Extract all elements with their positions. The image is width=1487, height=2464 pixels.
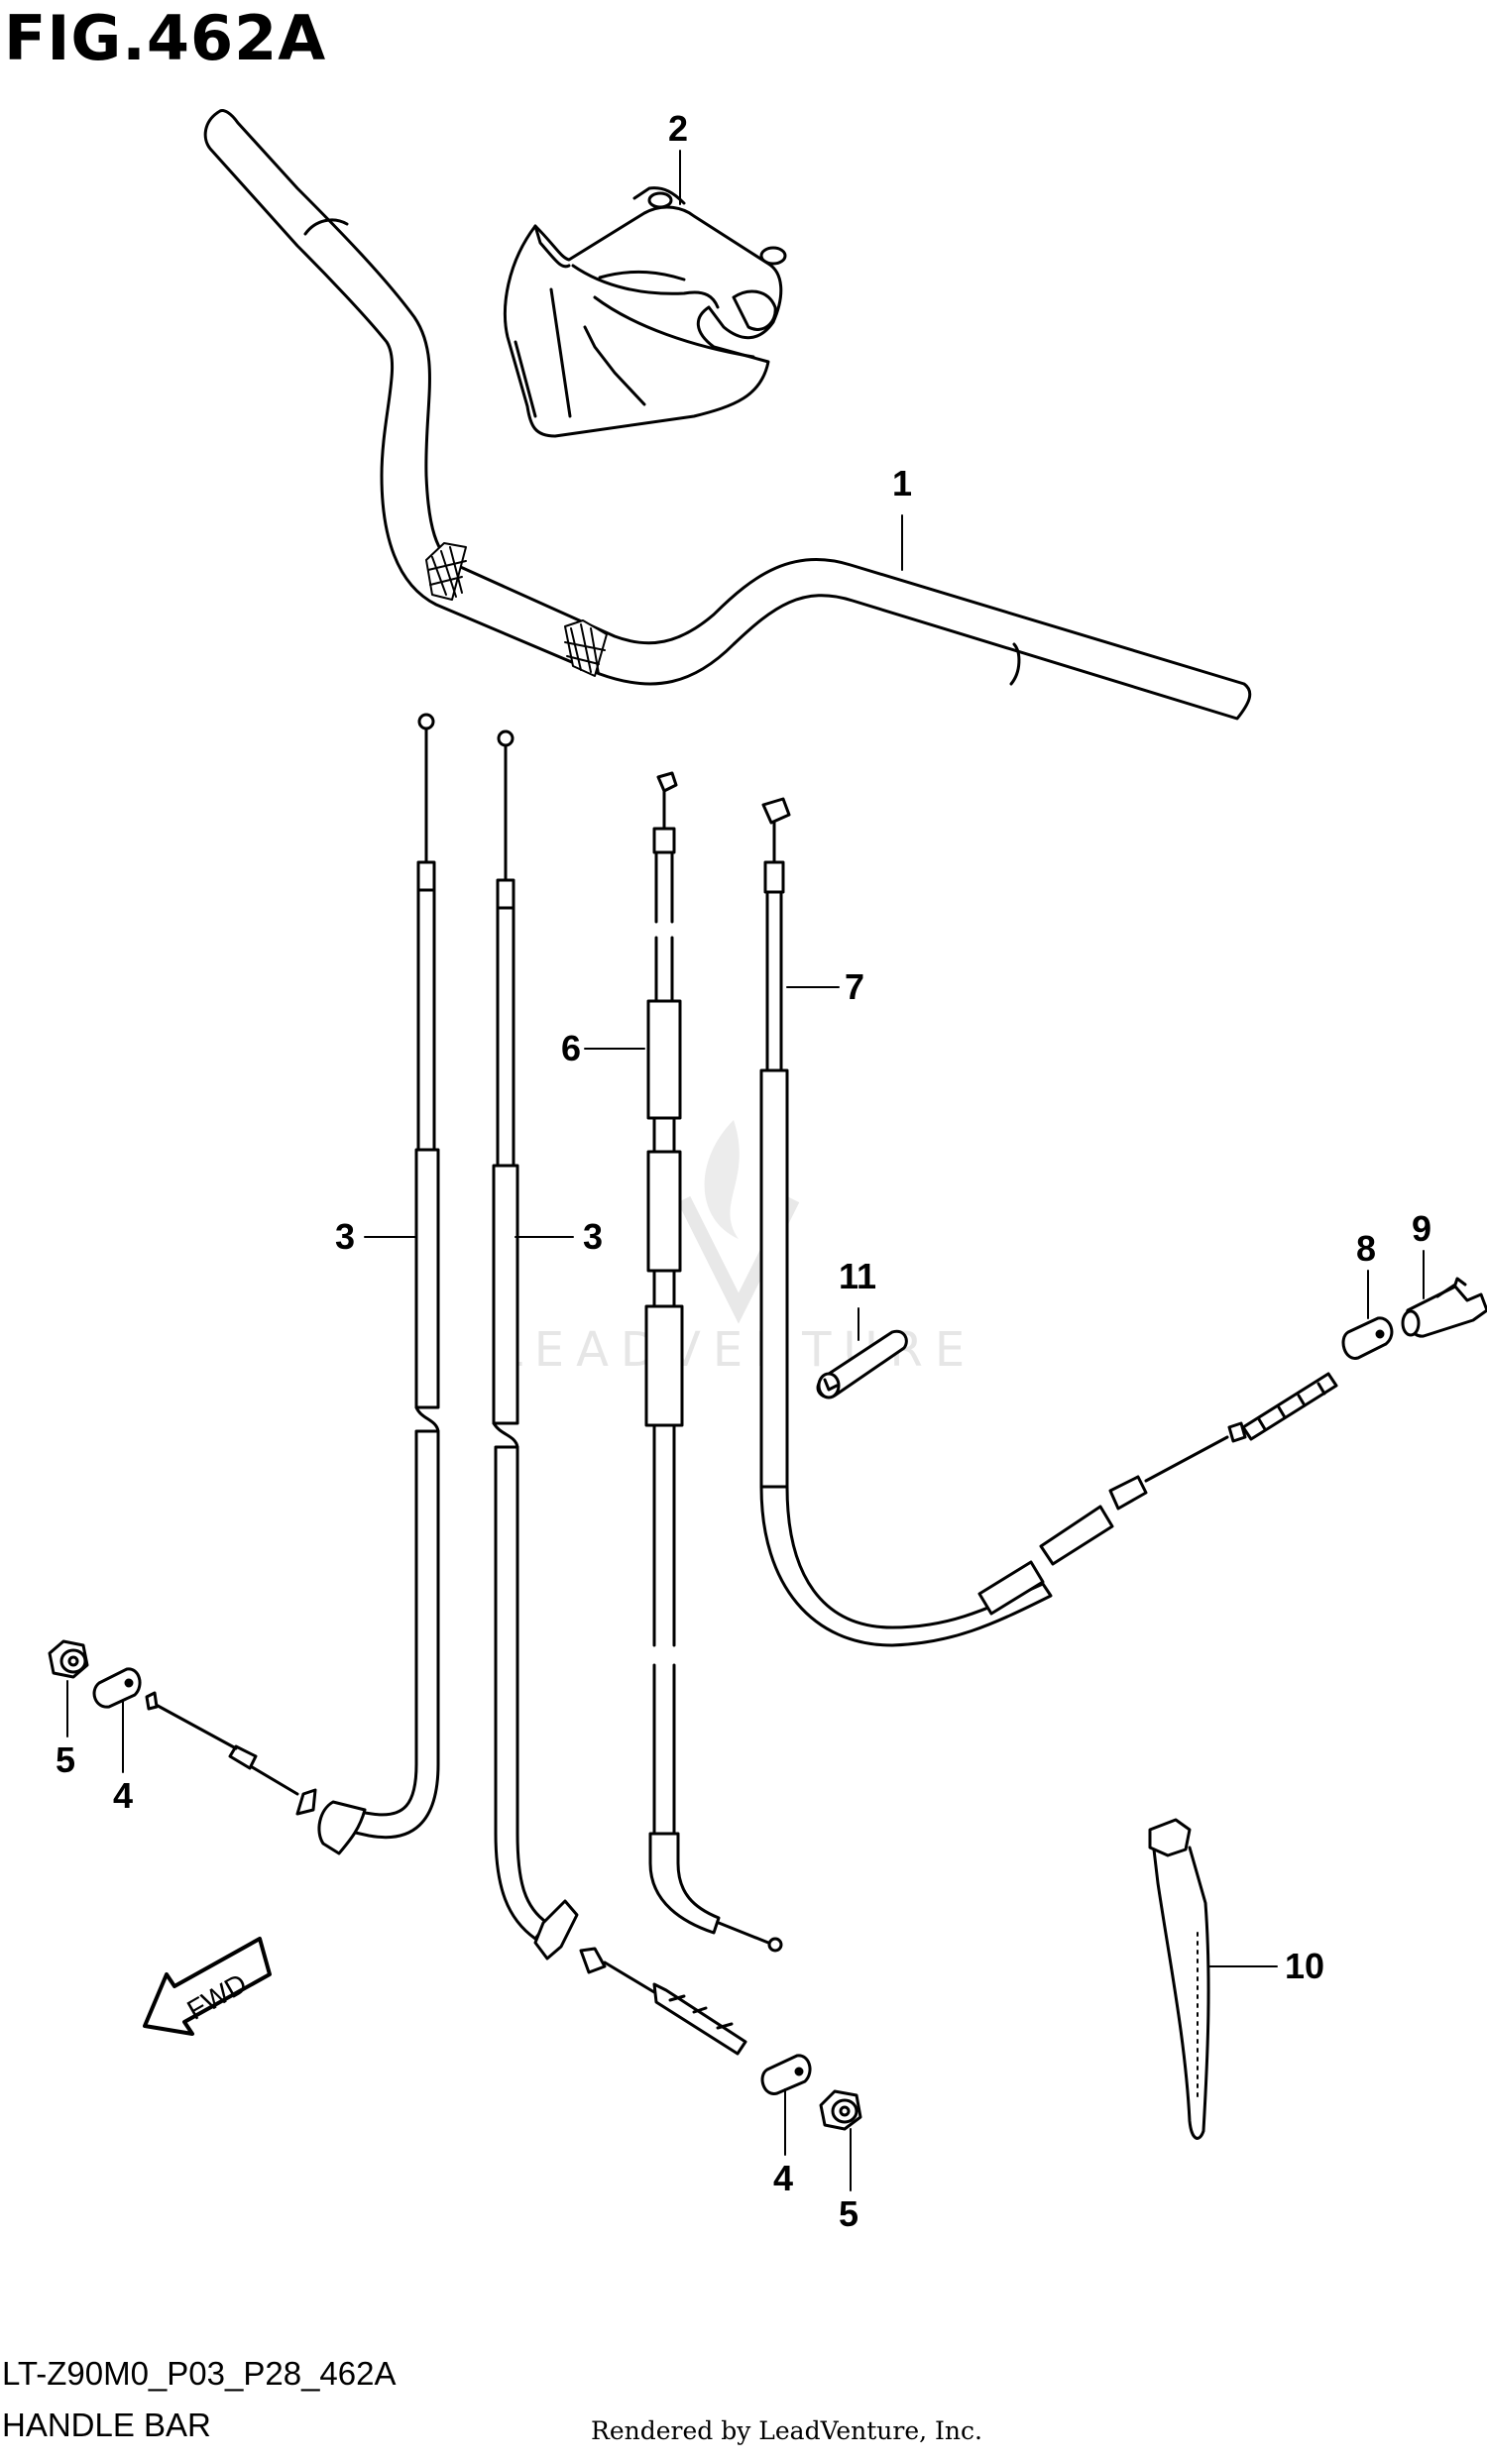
part-8-nut bbox=[1341, 1316, 1394, 1360]
callout-6: 6 bbox=[561, 1028, 581, 1068]
fwd-arrow bbox=[143, 1937, 272, 2036]
sleeve-11 bbox=[816, 1329, 908, 1400]
handlebar-knurl-left bbox=[425, 542, 467, 601]
callout-7: 7 bbox=[845, 966, 864, 1007]
cable-tie-10 bbox=[1148, 1818, 1210, 2140]
leader-lines bbox=[66, 150, 1425, 2191]
figure-title: FIG.462A bbox=[4, 2, 327, 74]
part-4-sleeve-right bbox=[760, 2054, 812, 2095]
callout-3-left: 3 bbox=[335, 1216, 355, 1257]
callout-10: 10 bbox=[1285, 1946, 1324, 1986]
cable-3-left bbox=[145, 713, 440, 1855]
callout-9: 9 bbox=[1412, 1208, 1431, 1249]
handlebar bbox=[203, 109, 1252, 721]
rendered-by-credit: Rendered by LeadVenture, Inc. bbox=[591, 2416, 982, 2445]
watermark-text: LEADVENTURE bbox=[496, 1322, 976, 1378]
callout-8: 8 bbox=[1356, 1228, 1376, 1269]
callout-11: 11 bbox=[839, 1256, 876, 1296]
figure-name: HANDLE BAR bbox=[2, 2407, 211, 2443]
cable-7 bbox=[759, 797, 1338, 1647]
part-9-fitting bbox=[1401, 1277, 1487, 1338]
part-5-nut-left bbox=[48, 1639, 89, 1679]
part-4-sleeve-left bbox=[92, 1667, 142, 1709]
callout-4-right: 4 bbox=[773, 2158, 793, 2198]
part-5-nut-right bbox=[819, 2089, 862, 2131]
callout-1: 1 bbox=[892, 463, 912, 504]
handlebar-knurl-center bbox=[564, 619, 608, 677]
handlebar-cover bbox=[503, 186, 787, 438]
callout-5-right: 5 bbox=[839, 2193, 858, 2234]
callout-5-left: 5 bbox=[56, 1739, 75, 1780]
cable-3-right bbox=[492, 729, 747, 2056]
callout-4-left: 4 bbox=[113, 1775, 133, 1816]
cable-6 bbox=[644, 771, 783, 1953]
callout-2: 2 bbox=[668, 108, 688, 149]
callout-3-right: 3 bbox=[583, 1216, 603, 1257]
figure-code: LT-Z90M0_P03_P28_462A bbox=[2, 2355, 397, 2392]
